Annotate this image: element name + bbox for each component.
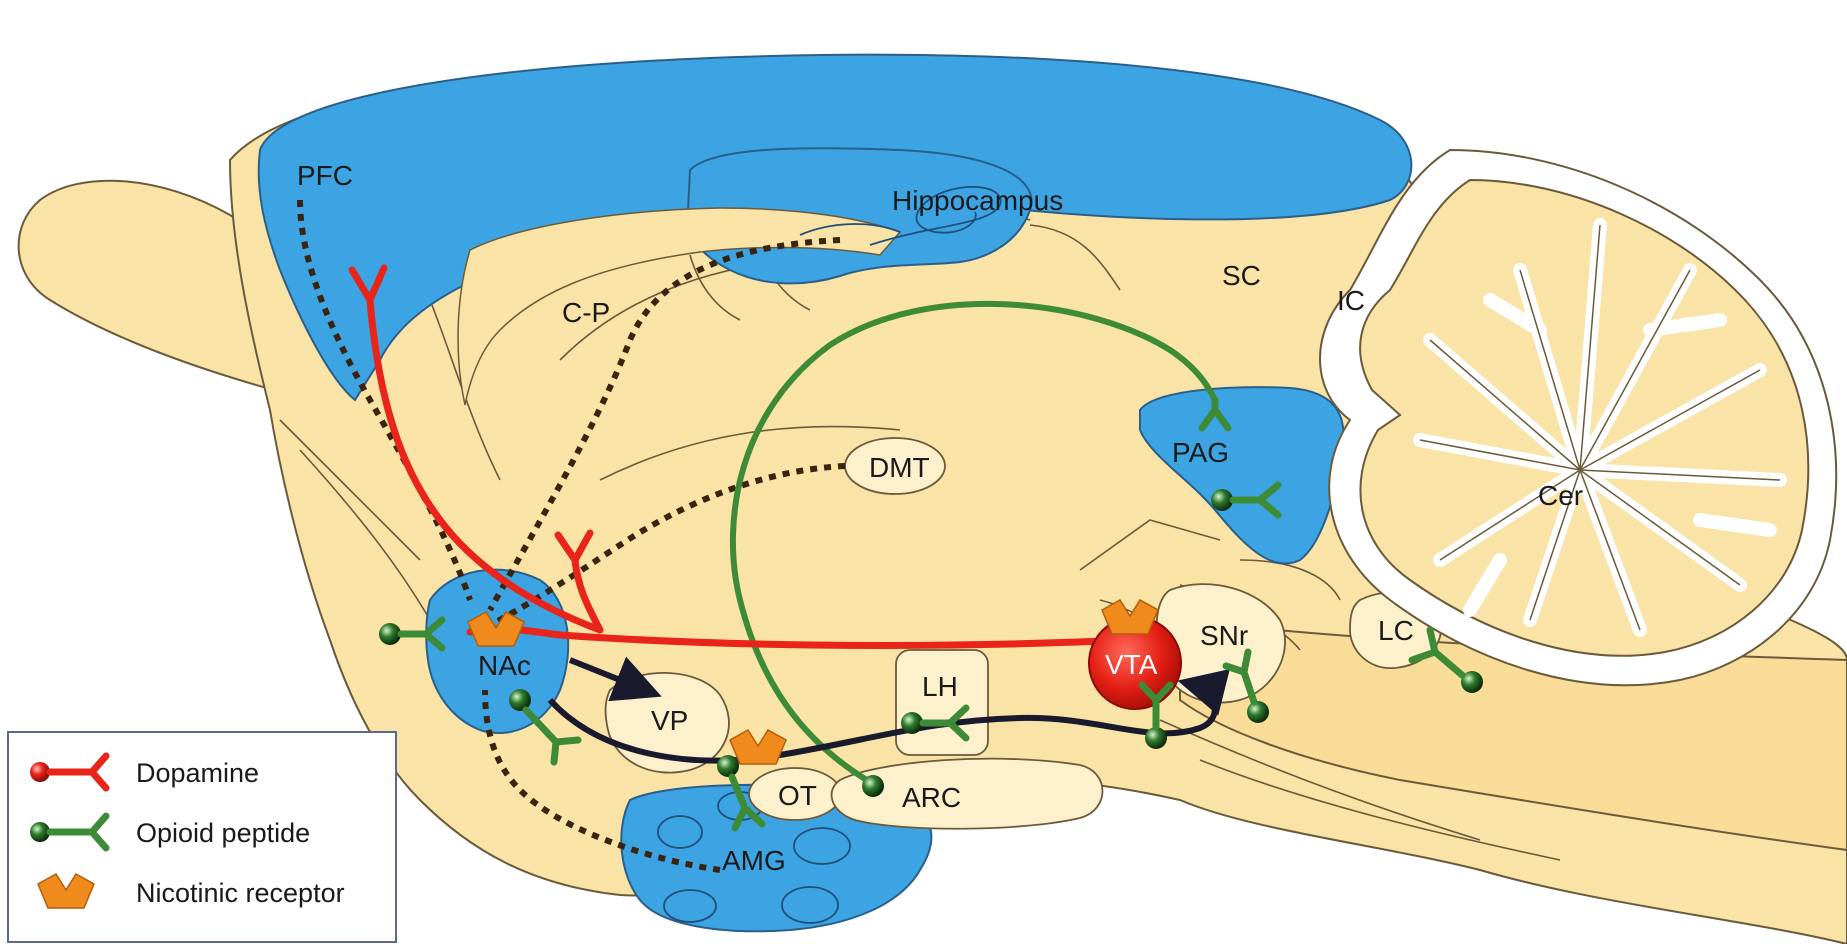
label-ot: OT bbox=[778, 780, 817, 811]
label-nac: NAc bbox=[478, 650, 531, 681]
label-lc: LC bbox=[1378, 615, 1414, 646]
label-pag: PAG bbox=[1172, 437, 1229, 468]
legend-dopamine-label: Dopamine bbox=[136, 758, 259, 788]
label-cp: C-P bbox=[562, 297, 610, 328]
label-cer: Cer bbox=[1538, 480, 1583, 511]
legend: Dopamine Opioid peptide Nicotinic recept… bbox=[8, 732, 396, 942]
legend-opioid-label: Opioid peptide bbox=[136, 818, 310, 848]
label-pfc: PFC bbox=[297, 160, 353, 191]
label-sc: SC bbox=[1222, 260, 1261, 291]
label-snr: SNr bbox=[1200, 620, 1248, 651]
lh-outline bbox=[896, 650, 988, 755]
label-ic: IC bbox=[1337, 285, 1365, 316]
legend-nicotinic-label: Nicotinic receptor bbox=[136, 878, 345, 908]
label-vp: VP bbox=[651, 705, 688, 736]
label-arc: ARC bbox=[902, 782, 961, 813]
label-vta: VTA bbox=[1105, 649, 1158, 680]
label-hippocampus: Hippocampus bbox=[892, 185, 1063, 216]
label-lh: LH bbox=[922, 671, 958, 702]
label-dmt: DMT bbox=[869, 452, 930, 483]
cerebellum bbox=[1320, 150, 1836, 685]
label-amg: AMG bbox=[722, 845, 786, 876]
